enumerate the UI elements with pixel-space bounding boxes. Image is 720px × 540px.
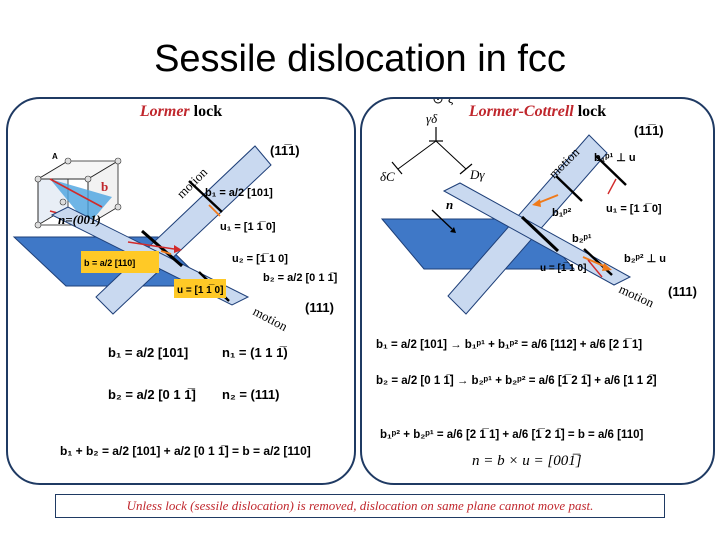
crystal-label-a: A [52, 152, 58, 161]
delta-c-label: δC [380, 169, 395, 184]
right-eq-2: b₂ = a/2 [0 1 1̅] → b₂ᵖ¹ + b₂ᵖ² = a/6 [1… [376, 375, 657, 387]
u2-label: u₂ = [1̅ 1 0] [232, 253, 288, 265]
b2p2-label: b₂ᵖ² ⊥ u [624, 253, 666, 265]
b-box-label: b = a/2 [110] [84, 258, 135, 268]
plane-111-right [442, 182, 632, 286]
left-eq-n1: n₁ = (1 1 1̅) [222, 345, 288, 360]
motion-label-bottom: motion [251, 303, 291, 334]
lormer-cottrell-panel: Lormer-Cottrell lock ξ γδ δC Dγ [360, 97, 715, 485]
b-highlight-box [81, 251, 159, 273]
u-highlight-box [174, 279, 226, 298]
right-eq-1: b₁ = a/2 [101] → b₁ᵖ¹ + b₁ᵖ² = a/6 [112]… [376, 339, 643, 351]
slide-title: Sessile dislocation in fcc [154, 38, 566, 80]
b1p1-label: b₁ᵖ¹ ⊥ u [594, 152, 636, 164]
right-eq-4: n = b × u = [001̅] [472, 453, 582, 469]
b2-label: b₂ = a/2 [0 1 1̅] [263, 272, 338, 284]
left-sum-eq: b₁ + b₂ = a/2 [101] + a/2 [0 1 1̅] = b =… [60, 444, 311, 458]
left-eq-b2: b₂ = a/2 [0 1 1̅] [108, 387, 196, 402]
plane-normal-label: n=(001) [58, 212, 101, 227]
lormer-cottrell-diagram: ξ γδ δC Dγ n motion motion (11̅1) (111) … [380, 99, 697, 315]
u1-right-label: u₁ = [1 1̅ 0] [606, 203, 662, 215]
plane-label-11-1: (11̅1) [270, 143, 300, 158]
left-eq-n2: n₂ = (111) [222, 387, 280, 402]
u1-label: u₁ = [1 1̅ 0] [220, 221, 276, 233]
motion-label-bottom-right: motion [617, 281, 657, 310]
plane-label-11-1-right: (11̅1) [634, 123, 664, 138]
u-right-label: u = [1̅ 1 0] [540, 262, 586, 274]
b2p1-label: b₂ᵖ¹ [572, 233, 592, 245]
right-panel-title: Lormer-Cottrell lock [468, 103, 607, 120]
plane-label-111-right: (111) [668, 284, 697, 299]
lormer-lock-diagram: A b motion motion (11̅1) (111) n=(001) b… [12, 143, 338, 334]
thompson-notation [391, 99, 473, 175]
footer-note: Unless lock (sessile dislocation) is rem… [55, 494, 665, 518]
n-label: n [446, 197, 453, 212]
b1-label: b₁ = a/2 [101] [205, 187, 273, 199]
left-eq-b1: b₁ = a/2 [101] [108, 345, 189, 360]
b1p2-label: b₁ᵖ² [552, 207, 572, 219]
xi-label: ξ [448, 99, 454, 106]
gamma-delta-label: γδ [426, 111, 438, 126]
plane-label-111: (111) [305, 300, 334, 315]
left-panel-title: Lormer lock [139, 103, 223, 120]
crystal-label-b: b [101, 179, 108, 194]
fcc-unit-cell [34, 157, 122, 229]
right-eq-3: b₁ᵖ² + b₂ᵖ¹ = a/6 [2 1̅ 1] + a/6 [1̅ 2 1… [380, 429, 644, 441]
u-box-label: u = [1 1̅ 0] [177, 284, 223, 296]
lormer-lock-panel: Lormer lock A b [6, 97, 356, 485]
d-gamma-label: Dγ [469, 167, 485, 182]
